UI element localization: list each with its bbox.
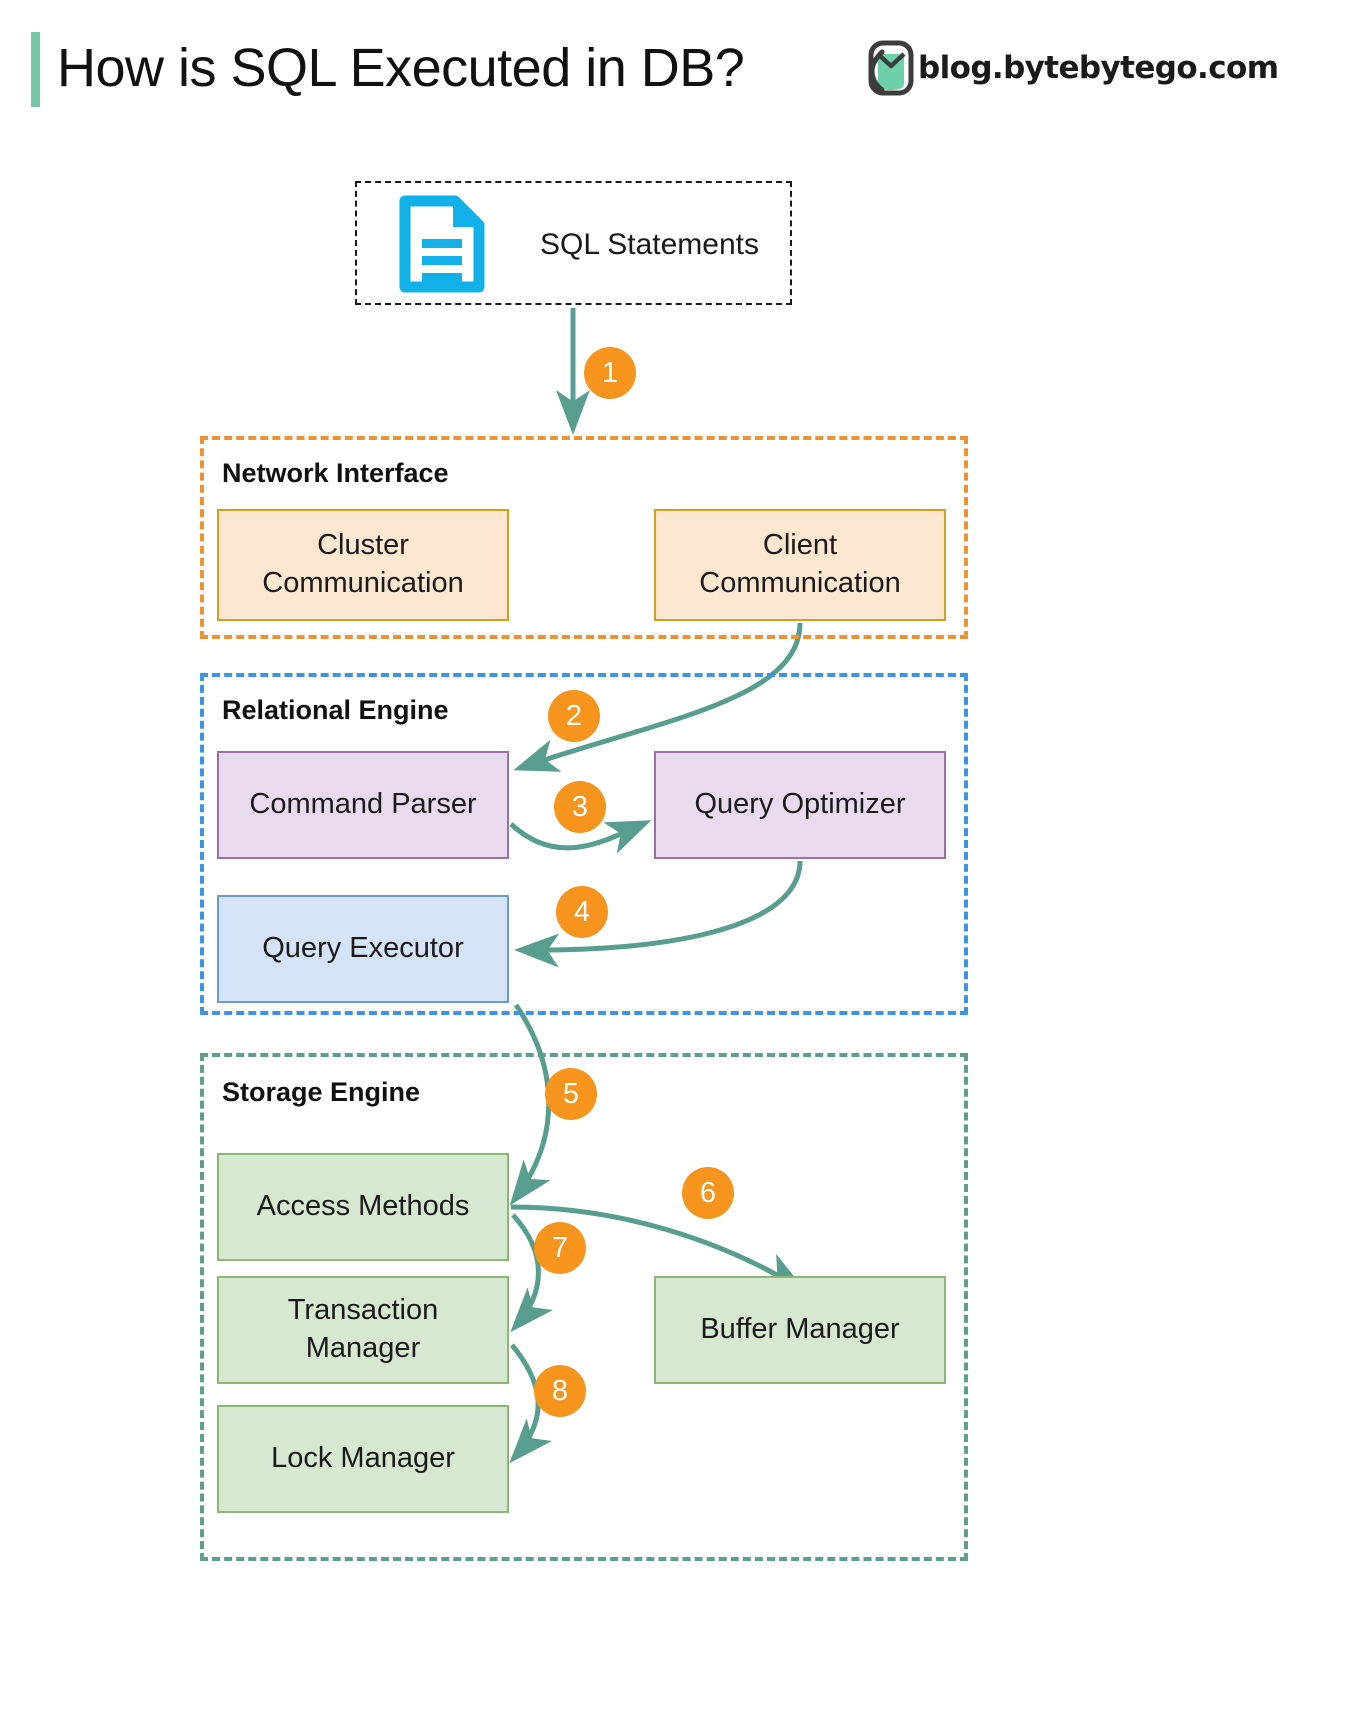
group-label-network-interface: Network Interface: [222, 458, 449, 488]
node-label: Lock Manager: [271, 1442, 455, 1475]
brand: blog.bytebytego.com: [868, 40, 1279, 96]
group-label-relational-engine: Relational Engine: [222, 695, 449, 725]
page-header: How is SQL Executed in DB? blog.bytebyte…: [0, 0, 1358, 130]
node-access-methods[interactable]: Access Methods: [217, 1153, 509, 1261]
step-badge-2: 2: [548, 690, 600, 742]
group-storage-engine: Storage Engine: [200, 1053, 968, 1561]
node-label: Access Methods: [256, 1190, 470, 1223]
node-label: Query Optimizer: [694, 788, 906, 821]
step-badge-8: 8: [534, 1365, 586, 1417]
title-accent-bar: [31, 32, 40, 107]
page-title: How is SQL Executed in DB?: [57, 38, 745, 98]
step-badge-1: 1: [584, 347, 636, 399]
step-badge-7: 7: [534, 1222, 586, 1274]
group-relational-engine: Relational Engine: [200, 673, 968, 1015]
group-label-storage-engine: Storage Engine: [222, 1077, 421, 1107]
brand-text: blog.bytebytego.com: [918, 50, 1279, 86]
node-label: Query Executor: [262, 932, 464, 965]
document-lines-icon: [399, 195, 485, 293]
node-label: Buffer Manager: [700, 1313, 900, 1346]
group-network-interface: Network Interface: [200, 436, 968, 639]
step-badge-3: 3: [554, 781, 606, 833]
sql-statements-box: SQL Statements: [355, 181, 792, 305]
step-badge-6: 6: [682, 1167, 734, 1219]
node-command-parser[interactable]: Command Parser: [217, 751, 509, 859]
step-badge-5: 5: [545, 1068, 597, 1120]
sql-statements-label: SQL Statements: [540, 228, 759, 261]
node-query-optimizer[interactable]: Query Optimizer: [654, 751, 946, 859]
node-buffer-manager[interactable]: Buffer Manager: [654, 1276, 946, 1384]
bytebytego-logo-icon: [868, 40, 914, 96]
step-badge-4: 4: [556, 886, 608, 938]
node-query-executor[interactable]: Query Executor: [217, 895, 509, 1003]
node-lock-manager[interactable]: Lock Manager: [217, 1405, 509, 1513]
node-label: Command Parser: [249, 788, 477, 821]
